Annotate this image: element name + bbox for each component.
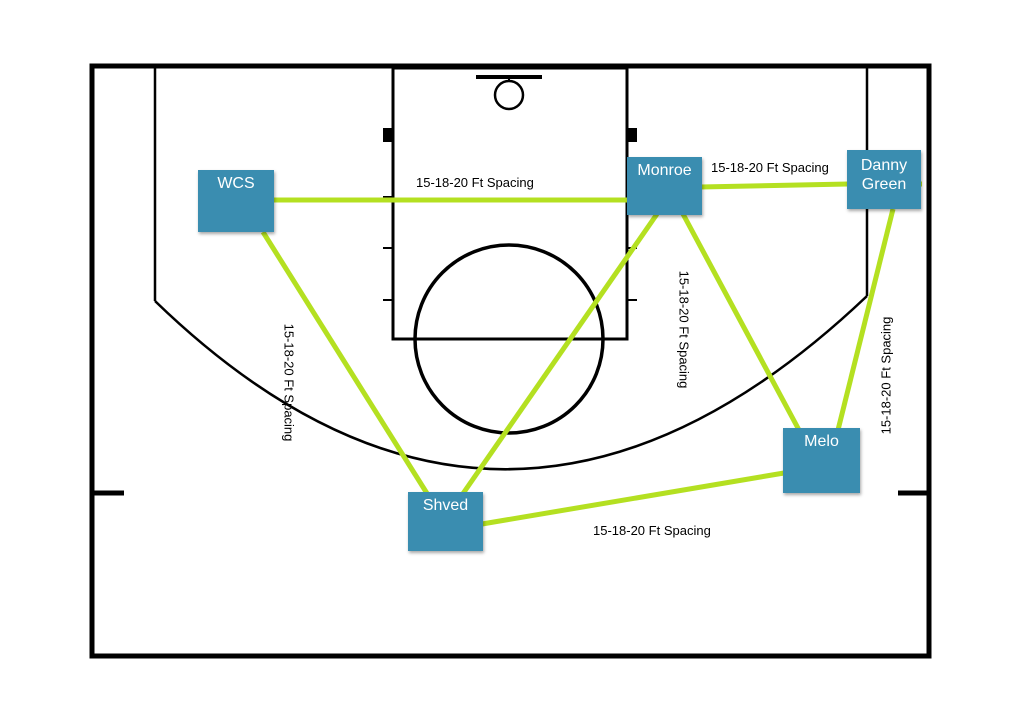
spacing-label-wcs-monroe: 15-18-20 Ft Spacing [416,175,534,190]
spacing-label-shved-melo: 15-18-20 Ft Spacing [593,523,711,538]
rim [493,79,525,111]
player-melo-label: Melo [804,433,839,450]
player-wcs-label: WCS [217,175,255,192]
player-shved-label: Shved [422,497,469,514]
connector-monroe-melo [680,212,802,432]
spacing-label-wcs-shved: 15-18-20 Ft Spacing [281,323,297,442]
connector-monroe-green [699,181,849,190]
three-point-arc [154,295,868,471]
player-monroe-label: Monroe [637,162,692,179]
player-danny-green-label: Danny Green [860,157,908,193]
player-danny-green[interactable]: Danny Green [847,150,921,209]
block-left [383,128,393,142]
connector-shved-melo [481,470,785,527]
free-throw-circle [413,243,605,435]
player-monroe[interactable]: Monroe [627,157,702,215]
block-right [627,128,637,142]
spacing-label-monroe-green: 15-18-20 Ft Spacing [711,160,829,175]
player-wcs[interactable]: WCS [198,170,274,232]
spacing-label-green-melo: 15-18-20 Ft Spacing [878,316,894,435]
connector-wcs-shved [260,230,431,497]
connector-monroe-shved [459,212,660,497]
connector-green-melo [835,208,896,431]
player-melo[interactable]: Melo [783,428,860,493]
court-boundary [89,63,932,659]
player-shved[interactable]: Shved [408,492,483,551]
spacing-label-monroe-melo: 15-18-20 Ft Spacing [676,270,692,389]
